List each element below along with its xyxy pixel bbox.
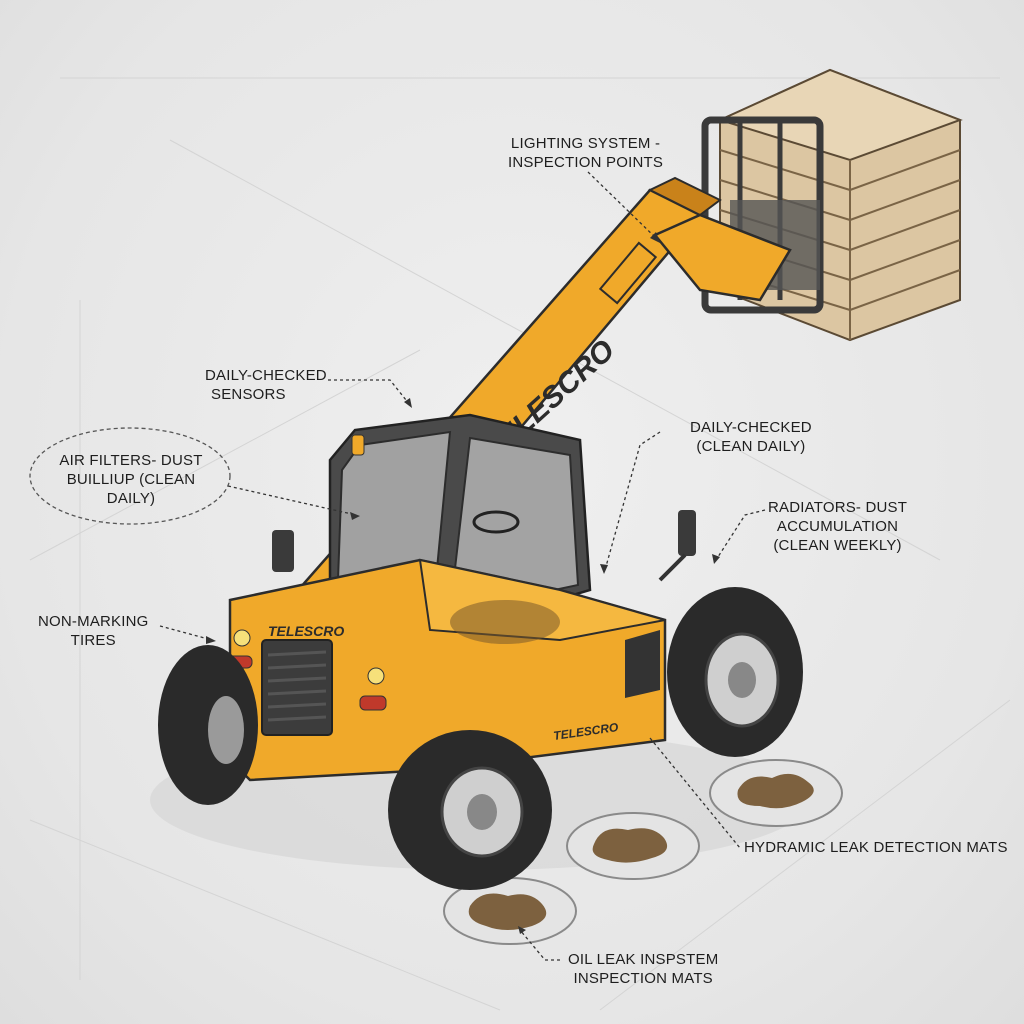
callout-daily-clean: DAILY-CHECKED (CLEAN DAILY) [690,419,812,455]
leader-oil-mats [519,929,560,961]
leak-mat-middle [566,812,700,880]
tire-front-right [388,730,552,890]
callout-oil-mats: OIL LEAK INSPSTEM INSPECTION MATS [568,951,719,987]
mirrors [272,510,696,582]
callout-air-filters: AIR FILTERS- DUST BUILLIUP (CLEAN DAILY) [59,452,203,507]
leader-air-filters [227,485,357,516]
callout-hydraulic-mats: HYDRAMIC LEAK DETECTION MATS [744,839,1008,856]
leader-daily-clean [604,431,661,571]
leak-mat-right [709,759,843,827]
leader-lines [159,171,766,961]
callout-tires: NON-MARKING TIRES [38,613,149,649]
callout-radiators: RADIATORS- DUST ACCUMULATION (CLEAN WEEK… [768,499,908,554]
tire-rear-right [667,587,803,757]
callout-sensors: DAILY-CHECKED SENSORS [205,367,327,403]
headlights [227,629,387,711]
leak-mat-left [443,877,577,945]
leader-tires [159,625,213,641]
callout-lighting: LIGHTING SYSTEM - INSPECTION POINTS [508,135,664,171]
leader-arrowheads [206,232,720,934]
leader-radiators [715,509,766,561]
air-filter-callout-oval [29,427,231,525]
front-brand-text: TELESCRO [268,623,344,639]
chassis: TELESCRO TELESCRO [228,558,667,782]
leader-sensors [328,379,411,406]
tire-front-left [158,645,258,805]
leader-lighting [587,171,659,241]
